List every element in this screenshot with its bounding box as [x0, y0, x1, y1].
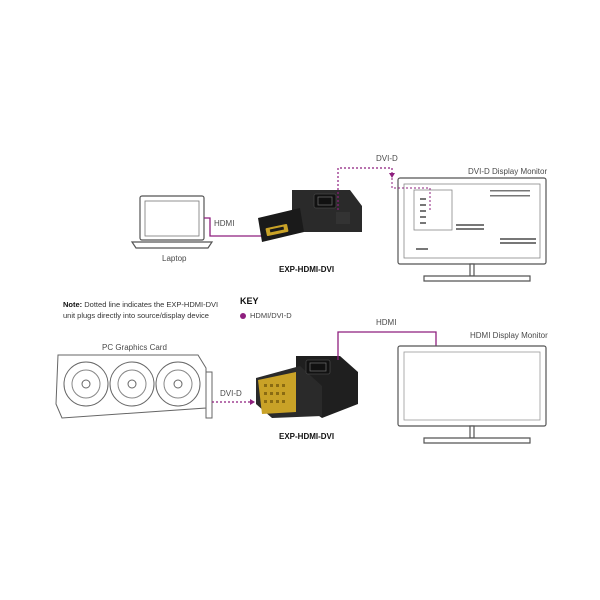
dvi-cable-label: DVI-D — [220, 389, 242, 398]
graphics-card-label: PC Graphics Card — [102, 343, 167, 352]
dvi-dotted-port-top — [391, 178, 431, 210]
hdmi-output-label: HDMI — [376, 318, 397, 327]
hdmi-cable-line — [204, 217, 262, 237]
hdmi-monitor-icon — [397, 345, 547, 444]
note-text: Note: Dotted line indicates the EXP-HDMI… — [63, 299, 218, 321]
dvi-dotted-line-top — [337, 167, 393, 210]
laptop-icon — [130, 195, 214, 249]
note-line2: unit plugs directly into source/display … — [63, 311, 209, 320]
hdmi-monitor-label: HDMI Display Monitor — [470, 331, 548, 340]
dvi-output-label: DVI-D — [376, 154, 398, 163]
laptop-label: Laptop — [162, 254, 187, 263]
adapter-model-top: EXP-HDMI-DVI — [279, 265, 335, 274]
key-item: HDMI/DVI-D — [240, 311, 292, 320]
key-dot-icon — [240, 312, 246, 319]
dvi-monitor-label: DVI-D Display Monitor — [468, 167, 548, 176]
note-line1: Dotted line indicates the EXP-HDMI-DVI — [84, 300, 219, 309]
adapter-bottom-icon — [256, 356, 358, 418]
note-prefix: Note: — [63, 300, 83, 309]
hdmi-cable-label: HDMI — [214, 219, 235, 228]
graphics-card-icon — [55, 354, 213, 419]
hdmi-line-bottom — [337, 331, 437, 360]
adapter-top-icon — [258, 190, 362, 242]
key-title: KEY — [240, 296, 259, 306]
monitor-vent-pattern — [416, 190, 536, 250]
adapter-model-bottom: EXP-HDMI-DVI — [279, 432, 335, 441]
key-item-label: HDMI/DVI-D — [250, 311, 292, 320]
